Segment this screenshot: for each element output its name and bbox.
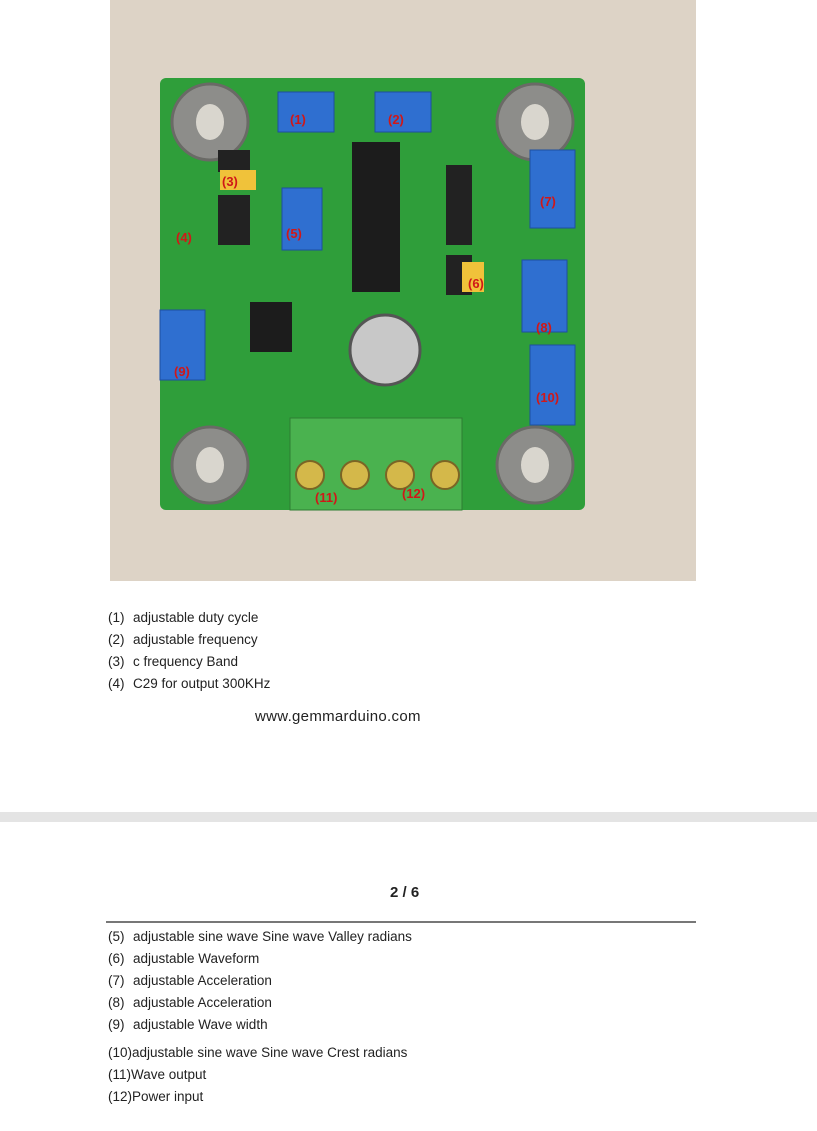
item-text: Power input — [132, 1089, 204, 1104]
list-item: (5) adjustable sine wave Sine wave Valley… — [108, 926, 412, 948]
photo-label: (11) — [315, 490, 337, 505]
photo-label: (7) — [540, 194, 556, 209]
page-number: 2 / 6 — [390, 884, 420, 901]
list-item: (6) adjustable Waveform — [108, 948, 412, 970]
photo-label: (4) — [176, 230, 192, 245]
item-number: (6) — [108, 951, 125, 966]
legend-list-1: (1) adjustable duty cycle (2) adjustable f… — [108, 607, 270, 695]
item-number: (8) — [108, 995, 125, 1010]
photo-label: (12) — [402, 486, 425, 501]
list-item: (12)Power input — [108, 1086, 407, 1108]
item-number: (1) — [108, 610, 125, 625]
header-rule — [106, 921, 696, 923]
list-item: (10)adjustable sine wave Sine wave Crest… — [108, 1042, 407, 1064]
list-item: (11)Wave output — [108, 1064, 407, 1086]
item-text: Wave output — [131, 1067, 207, 1082]
item-number: (12) — [108, 1089, 133, 1104]
page-2: 2 / 6 (5) adjustable sine wave Sine wave … — [0, 822, 817, 1131]
photo-label: (1) — [290, 112, 306, 127]
item-text: adjustable sine wave Sine wave Valley ra… — [133, 929, 412, 944]
list-item: (3) c frequency Band — [108, 651, 270, 673]
item-text: adjustable Waveform — [133, 951, 260, 966]
item-text: C29 for output 300KHz — [133, 676, 271, 691]
item-text: adjustable Wave width — [133, 1017, 268, 1032]
signal-generator-board-photo: (1) (2) (3) (4) (5) (6) (7) (8) (9) (10)… — [110, 0, 696, 581]
list-item: (8) adjustable Acceleration — [108, 992, 412, 1014]
photo-label: (3) — [222, 174, 238, 189]
list-item: (4) C29 for output 300KHz — [108, 673, 270, 695]
item-number: (2) — [108, 632, 125, 647]
item-number: (10) — [108, 1045, 133, 1060]
photo-label: (6) — [468, 276, 484, 291]
item-number: (11) — [108, 1067, 132, 1082]
photo-label: (9) — [174, 364, 190, 379]
page-1: (1) (2) (3) (4) (5) (6) (7) (8) (9) (10)… — [108, 0, 696, 725]
capacitor — [348, 313, 422, 387]
page-separator — [0, 812, 817, 822]
website-url: www.gemmarduino.com — [255, 708, 421, 725]
item-text: adjustable duty cycle — [133, 610, 259, 625]
legend-list-2: (5) adjustable sine wave Sine wave Valley… — [108, 926, 412, 1036]
legend-list-3: (10)adjustable sine wave Sine wave Crest… — [108, 1042, 407, 1108]
pcb-board — [160, 78, 585, 510]
item-text: adjustable Acceleration — [133, 995, 272, 1010]
item-text: adjustable sine wave Sine wave Crest rad… — [132, 1045, 408, 1060]
item-text: c frequency Band — [133, 654, 239, 669]
item-number: (9) — [108, 1017, 125, 1032]
list-item: (9) adjustable Wave width — [108, 1014, 412, 1036]
item-number: (5) — [108, 929, 125, 944]
list-item: (2) adjustable frequency — [108, 629, 270, 651]
photo-label: (2) — [388, 112, 404, 127]
photo-label: (10) — [536, 390, 559, 405]
list-item: (1) adjustable duty cycle — [108, 607, 270, 629]
item-text: adjustable frequency — [133, 632, 258, 647]
item-number: (7) — [108, 973, 125, 988]
list-item: (7) adjustable Acceleration — [108, 970, 412, 992]
item-text: adjustable Acceleration — [133, 973, 272, 988]
item-number: (3) — [108, 654, 125, 669]
photo-label: (8) — [536, 320, 552, 335]
ic-chip — [352, 142, 400, 292]
item-number: (4) — [108, 676, 125, 691]
photo-label: (5) — [286, 226, 302, 241]
